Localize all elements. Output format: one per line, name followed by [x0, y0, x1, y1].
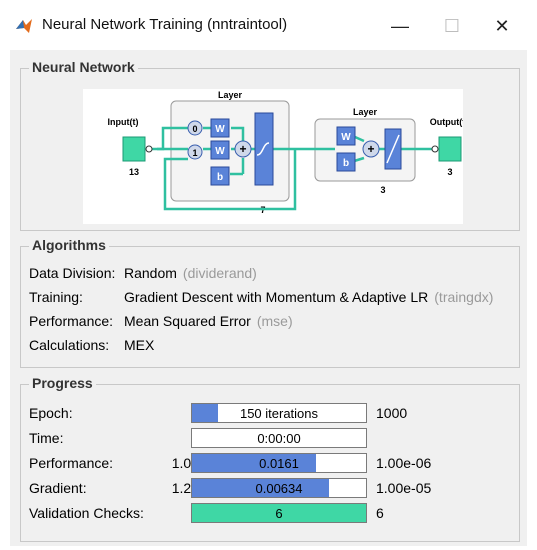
hidden-sum-icon: + [239, 142, 246, 156]
time-progress-bar: 0:00:00 [191, 428, 367, 448]
validation-checks-progress-fill [192, 504, 366, 522]
gradient-row: Gradient: 1.26 0.00634 1.00e-05 [21, 478, 521, 500]
sigmoid-icon [256, 142, 270, 156]
output-weight-block [336, 126, 356, 146]
client-area: Neural Network Layer 7 Layer 3 [10, 50, 527, 546]
data-division-label: Data Division: [29, 265, 116, 281]
hidden-weight-label-2: W [215, 146, 225, 157]
epoch-label: Epoch: [29, 405, 73, 421]
calculations-value: MEX [124, 337, 155, 353]
epoch-row: Epoch: 0 150 iterations 1000 [21, 403, 521, 425]
hidden-bias-block [210, 166, 230, 186]
gradient-label: Gradient: [29, 480, 87, 496]
performance-end: 1.00e-06 [376, 455, 432, 471]
performance-label: Performance: [29, 455, 114, 471]
network-diagram-svg: Layer 7 Layer 3 [108, 90, 469, 215]
epoch-progress-bar: 150 iterations [191, 403, 367, 423]
title-bar: Neural Network Training (nntraintool) — … [0, 0, 537, 52]
output-sum-icon: + [367, 142, 374, 156]
output-label: Output(t) [430, 117, 463, 127]
time-progress-text: 0:00:00 [257, 430, 301, 446]
data-division-value: Random [124, 265, 177, 281]
hidden-weight-label-1: W [215, 124, 225, 135]
performance-algorithm-label: Performance: [29, 313, 114, 329]
gradient-progress-text: 0.00634 [255, 480, 303, 496]
neural-network-panel-title: Neural Network [29, 59, 138, 75]
input-block [122, 136, 146, 162]
hidden-weight-block-2 [210, 140, 230, 160]
network-diagram: Layer 7 Layer 3 [83, 89, 469, 224]
input-port [145, 145, 153, 153]
matlab-logo-icon [16, 19, 32, 33]
output-size: 3 [447, 167, 452, 177]
output-weight-label: W [341, 132, 351, 143]
output-port [431, 145, 439, 153]
data-division-fn: (dividerand) [182, 265, 257, 281]
calculations-label: Calculations: [29, 337, 110, 353]
connection-lines [149, 126, 435, 211]
gradient-end: 1.00e-05 [376, 480, 432, 496]
close-button[interactable]: ✕ [494, 15, 510, 36]
maximize-button[interactable]: ☐ [443, 15, 461, 36]
delay-0-tap [187, 120, 203, 136]
hidden-layer-title: Layer [218, 90, 243, 100]
window-title: Neural Network Training (nntraintool) [42, 16, 288, 33]
progress-panel: Progress Epoch: 0 150 iterations 1000 Ti… [20, 375, 521, 542]
output-layer-size: 3 [380, 185, 385, 195]
hidden-transfer-block [254, 112, 274, 186]
performance-progress-text: 0.0161 [259, 455, 299, 471]
gradient-progress-fill [192, 479, 330, 497]
performance-progress-bar: 0.0161 [191, 453, 367, 473]
validation-checks-progress-text: 6 [275, 505, 283, 521]
output-sum-node [362, 140, 380, 158]
output-layer-title: Layer [353, 107, 378, 117]
delay-0-label: 0 [192, 124, 197, 134]
epoch-end: 1000 [376, 405, 408, 421]
neural-network-panel: Neural Network Layer 7 Layer 3 [20, 59, 520, 231]
training-value: Gradient Descent with Momentum & Adaptiv… [124, 289, 429, 305]
output-block [438, 136, 462, 162]
delay-1-tap [187, 144, 203, 160]
performance-progress-fill [192, 454, 316, 472]
performance-row: Performance: 1.03 0.0161 1.00e-06 [21, 453, 521, 475]
validation-checks-row: Validation Checks: 0 6 6 [21, 503, 521, 525]
output-bias-label: b [343, 158, 349, 169]
epoch-progress-fill [192, 404, 219, 422]
delay-1-label: 1 [192, 148, 197, 158]
minimize-button[interactable]: — [391, 15, 409, 36]
input-size: 13 [129, 167, 139, 177]
input-label: Input(t) [108, 117, 139, 127]
time-row: Time: 0:00:00 [21, 428, 521, 450]
progress-panel-title: Progress [29, 375, 96, 391]
performance-algorithm-fn: (mse) [256, 313, 293, 329]
validation-checks-label: Validation Checks: [29, 505, 144, 521]
hidden-sum-node [234, 140, 252, 158]
hidden-bias-label: b [217, 172, 223, 183]
validation-checks-progress-bar: 6 [191, 503, 367, 523]
epoch-progress-text: 150 iterations [239, 405, 319, 421]
training-label: Training: [29, 289, 83, 305]
time-label: Time: [29, 430, 64, 446]
training-fn: (traingdx) [434, 289, 494, 305]
linear-icon [386, 134, 400, 164]
performance-algorithm-value: Mean Squared Error [124, 313, 251, 329]
gradient-progress-bar: 0.00634 [191, 478, 367, 498]
algorithms-panel: Algorithms Data Division: Random (divider… [20, 237, 520, 368]
hidden-weight-block-1 [210, 118, 230, 138]
algorithms-panel-title: Algorithms [29, 237, 109, 253]
output-bias-block [336, 152, 356, 172]
validation-checks-end: 6 [376, 505, 384, 521]
